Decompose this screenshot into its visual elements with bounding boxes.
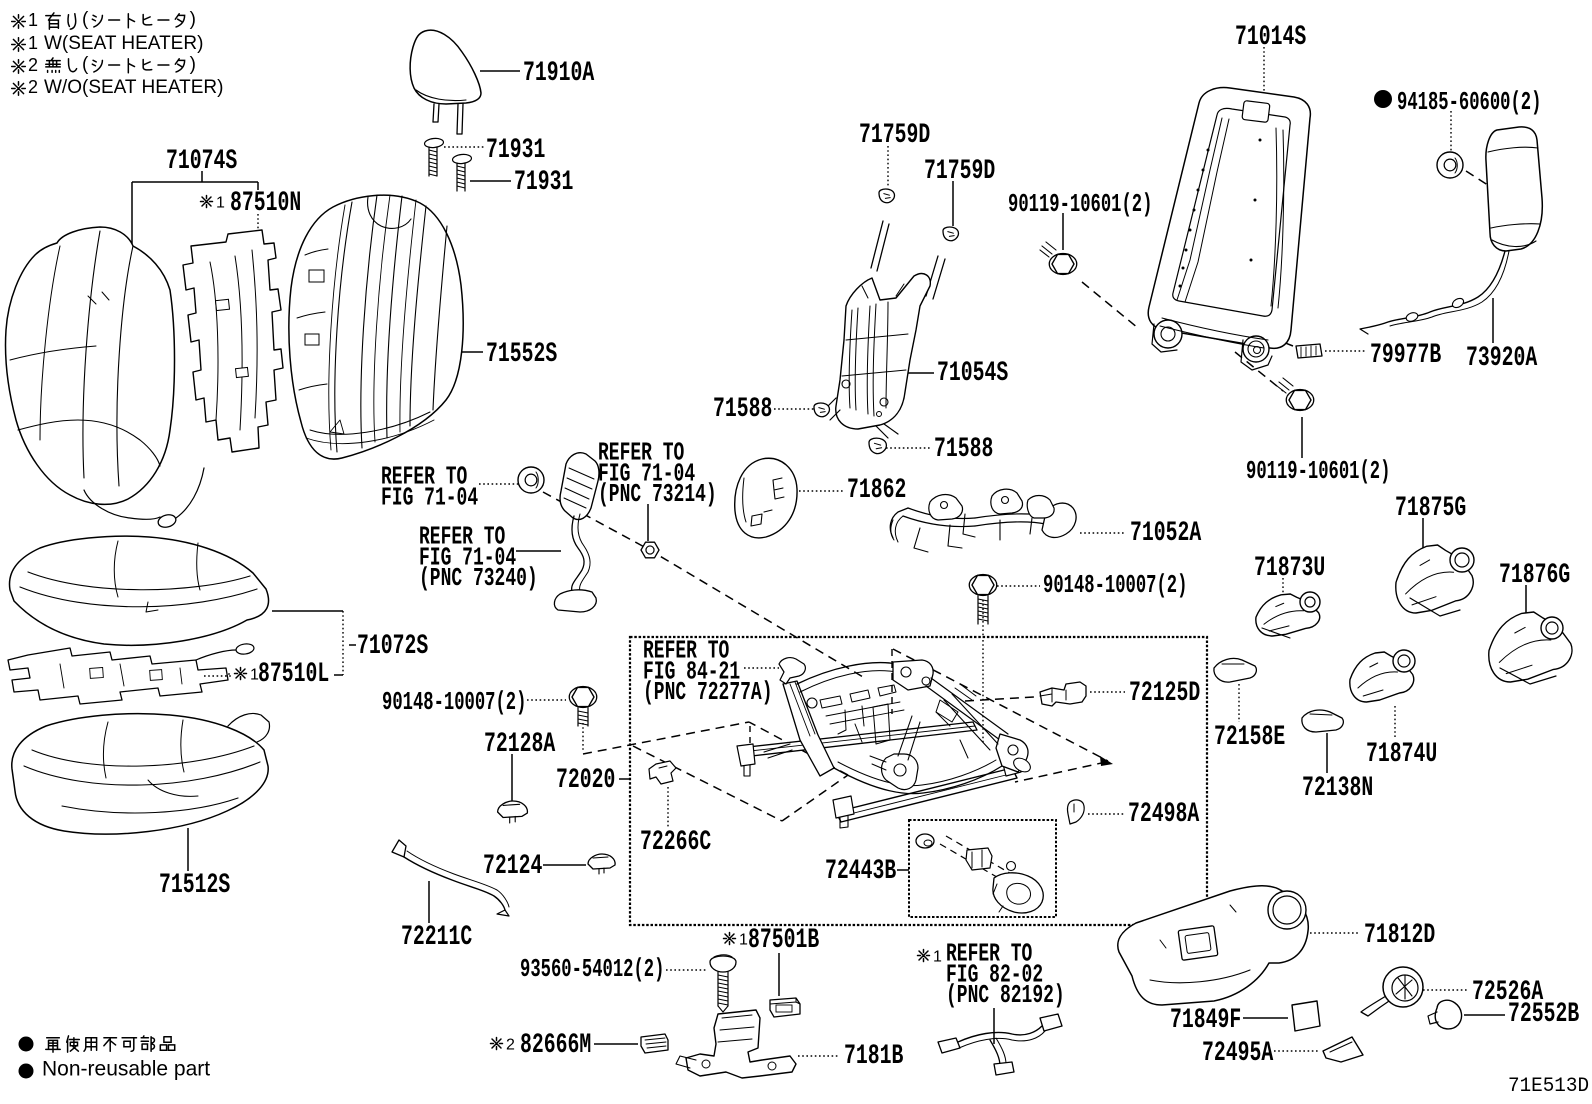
svg-text:71E513D: 71E513D	[1508, 1075, 1589, 1097]
svg-text:1: 1	[216, 195, 225, 212]
svg-text:79977B: 79977B	[1370, 340, 1442, 371]
svg-text:REFER TO: REFER TO	[598, 439, 684, 468]
svg-text:71052A: 71052A	[1130, 518, 1202, 549]
svg-text:73920A: 73920A	[1466, 343, 1538, 374]
svg-text:72443B: 72443B	[825, 856, 897, 887]
svg-text:71931: 71931	[514, 167, 573, 198]
svg-text:REFER TO: REFER TO	[419, 523, 505, 552]
svg-text:71072S: 71072S	[357, 631, 428, 662]
svg-text:90148-10007(2): 90148-10007(2)	[382, 688, 526, 717]
svg-text:90119-10601(2): 90119-10601(2)	[1008, 190, 1152, 219]
svg-text:): )	[190, 54, 196, 75]
svg-text:90119-10601(2): 90119-10601(2)	[1246, 457, 1390, 486]
svg-text:REFER TO: REFER TO	[946, 940, 1032, 969]
svg-text:94185-60600(2): 94185-60600(2)	[1397, 88, 1541, 117]
svg-text:Non-reusable part: Non-reusable part	[42, 1057, 210, 1080]
svg-text:FIG 82-02: FIG 82-02	[946, 960, 1043, 989]
svg-text:82666M: 82666M	[520, 1030, 591, 1061]
svg-text:87510L: 87510L	[258, 659, 329, 690]
svg-text:2: 2	[28, 55, 38, 75]
svg-text:1: 1	[739, 932, 748, 949]
svg-text:7181B: 7181B	[844, 1041, 904, 1072]
svg-text:71849F: 71849F	[1170, 1005, 1241, 1036]
svg-text:2: 2	[506, 1037, 515, 1054]
svg-text:(: (	[82, 9, 89, 30]
svg-text:2: 2	[28, 77, 38, 97]
svg-text:71512S: 71512S	[159, 870, 230, 901]
svg-text:72124: 72124	[483, 851, 542, 882]
svg-text:(PNC 73214): (PNC 73214)	[598, 480, 717, 509]
svg-text:1: 1	[250, 667, 259, 684]
svg-text:(PNC 72277A): (PNC 72277A)	[643, 678, 773, 707]
svg-text:): )	[190, 9, 196, 30]
svg-text:72495A: 72495A	[1202, 1038, 1274, 1069]
svg-text:71875G: 71875G	[1395, 493, 1466, 524]
svg-text:90148-10007(2): 90148-10007(2)	[1043, 571, 1187, 600]
svg-text:1: 1	[28, 33, 38, 53]
svg-text:(PNC 82192): (PNC 82192)	[946, 981, 1065, 1010]
svg-text:87510N: 87510N	[230, 188, 301, 219]
svg-text:93560-54012(2): 93560-54012(2)	[520, 955, 664, 984]
svg-text:W/O(SEAT HEATER): W/O(SEAT HEATER)	[44, 77, 223, 98]
svg-text:1: 1	[933, 949, 942, 966]
svg-text:1: 1	[28, 10, 38, 30]
svg-text:72158E: 72158E	[1214, 722, 1285, 753]
svg-text:71588: 71588	[713, 394, 772, 425]
svg-text:FIG 71-04: FIG 71-04	[598, 459, 695, 488]
svg-text:72125D: 72125D	[1129, 678, 1200, 709]
svg-text:72266C: 72266C	[640, 827, 711, 858]
svg-text:71588: 71588	[934, 434, 993, 465]
svg-text:FIG 84-21: FIG 84-21	[643, 657, 740, 686]
svg-text:REFER TO: REFER TO	[643, 637, 729, 666]
svg-text:72526A: 72526A	[1472, 977, 1544, 1008]
svg-text:71873U: 71873U	[1254, 553, 1325, 584]
svg-text:71054S: 71054S	[937, 358, 1008, 389]
svg-text:71862: 71862	[847, 475, 906, 506]
svg-text:W(SEAT HEATER): W(SEAT HEATER)	[44, 33, 203, 54]
svg-text:FIG 71-04: FIG 71-04	[419, 543, 516, 572]
svg-text:(PNC 73240): (PNC 73240)	[419, 564, 538, 593]
svg-text:REFER TO: REFER TO	[381, 463, 467, 492]
svg-text:71812D: 71812D	[1364, 920, 1435, 951]
svg-text:71014S: 71014S	[1235, 22, 1306, 53]
svg-text:71931: 71931	[486, 135, 545, 166]
svg-text:72128A: 72128A	[484, 729, 556, 760]
svg-text:87501B: 87501B	[748, 925, 820, 956]
svg-text:71874U: 71874U	[1366, 739, 1437, 770]
svg-text:72552B: 72552B	[1508, 999, 1580, 1030]
svg-text:72020: 72020	[556, 765, 615, 796]
svg-text:72498A: 72498A	[1128, 799, 1200, 830]
svg-text:72138N: 72138N	[1302, 773, 1373, 804]
svg-text:FIG 71-04: FIG 71-04	[381, 483, 478, 512]
svg-text:71552S: 71552S	[486, 339, 557, 370]
svg-text:(: (	[82, 54, 89, 75]
svg-text:72211C: 72211C	[401, 922, 472, 953]
svg-text:71910A: 71910A	[523, 58, 595, 89]
svg-text:71876G: 71876G	[1499, 560, 1570, 591]
svg-text:71759D: 71759D	[924, 156, 995, 187]
svg-text:71759D: 71759D	[859, 120, 930, 151]
